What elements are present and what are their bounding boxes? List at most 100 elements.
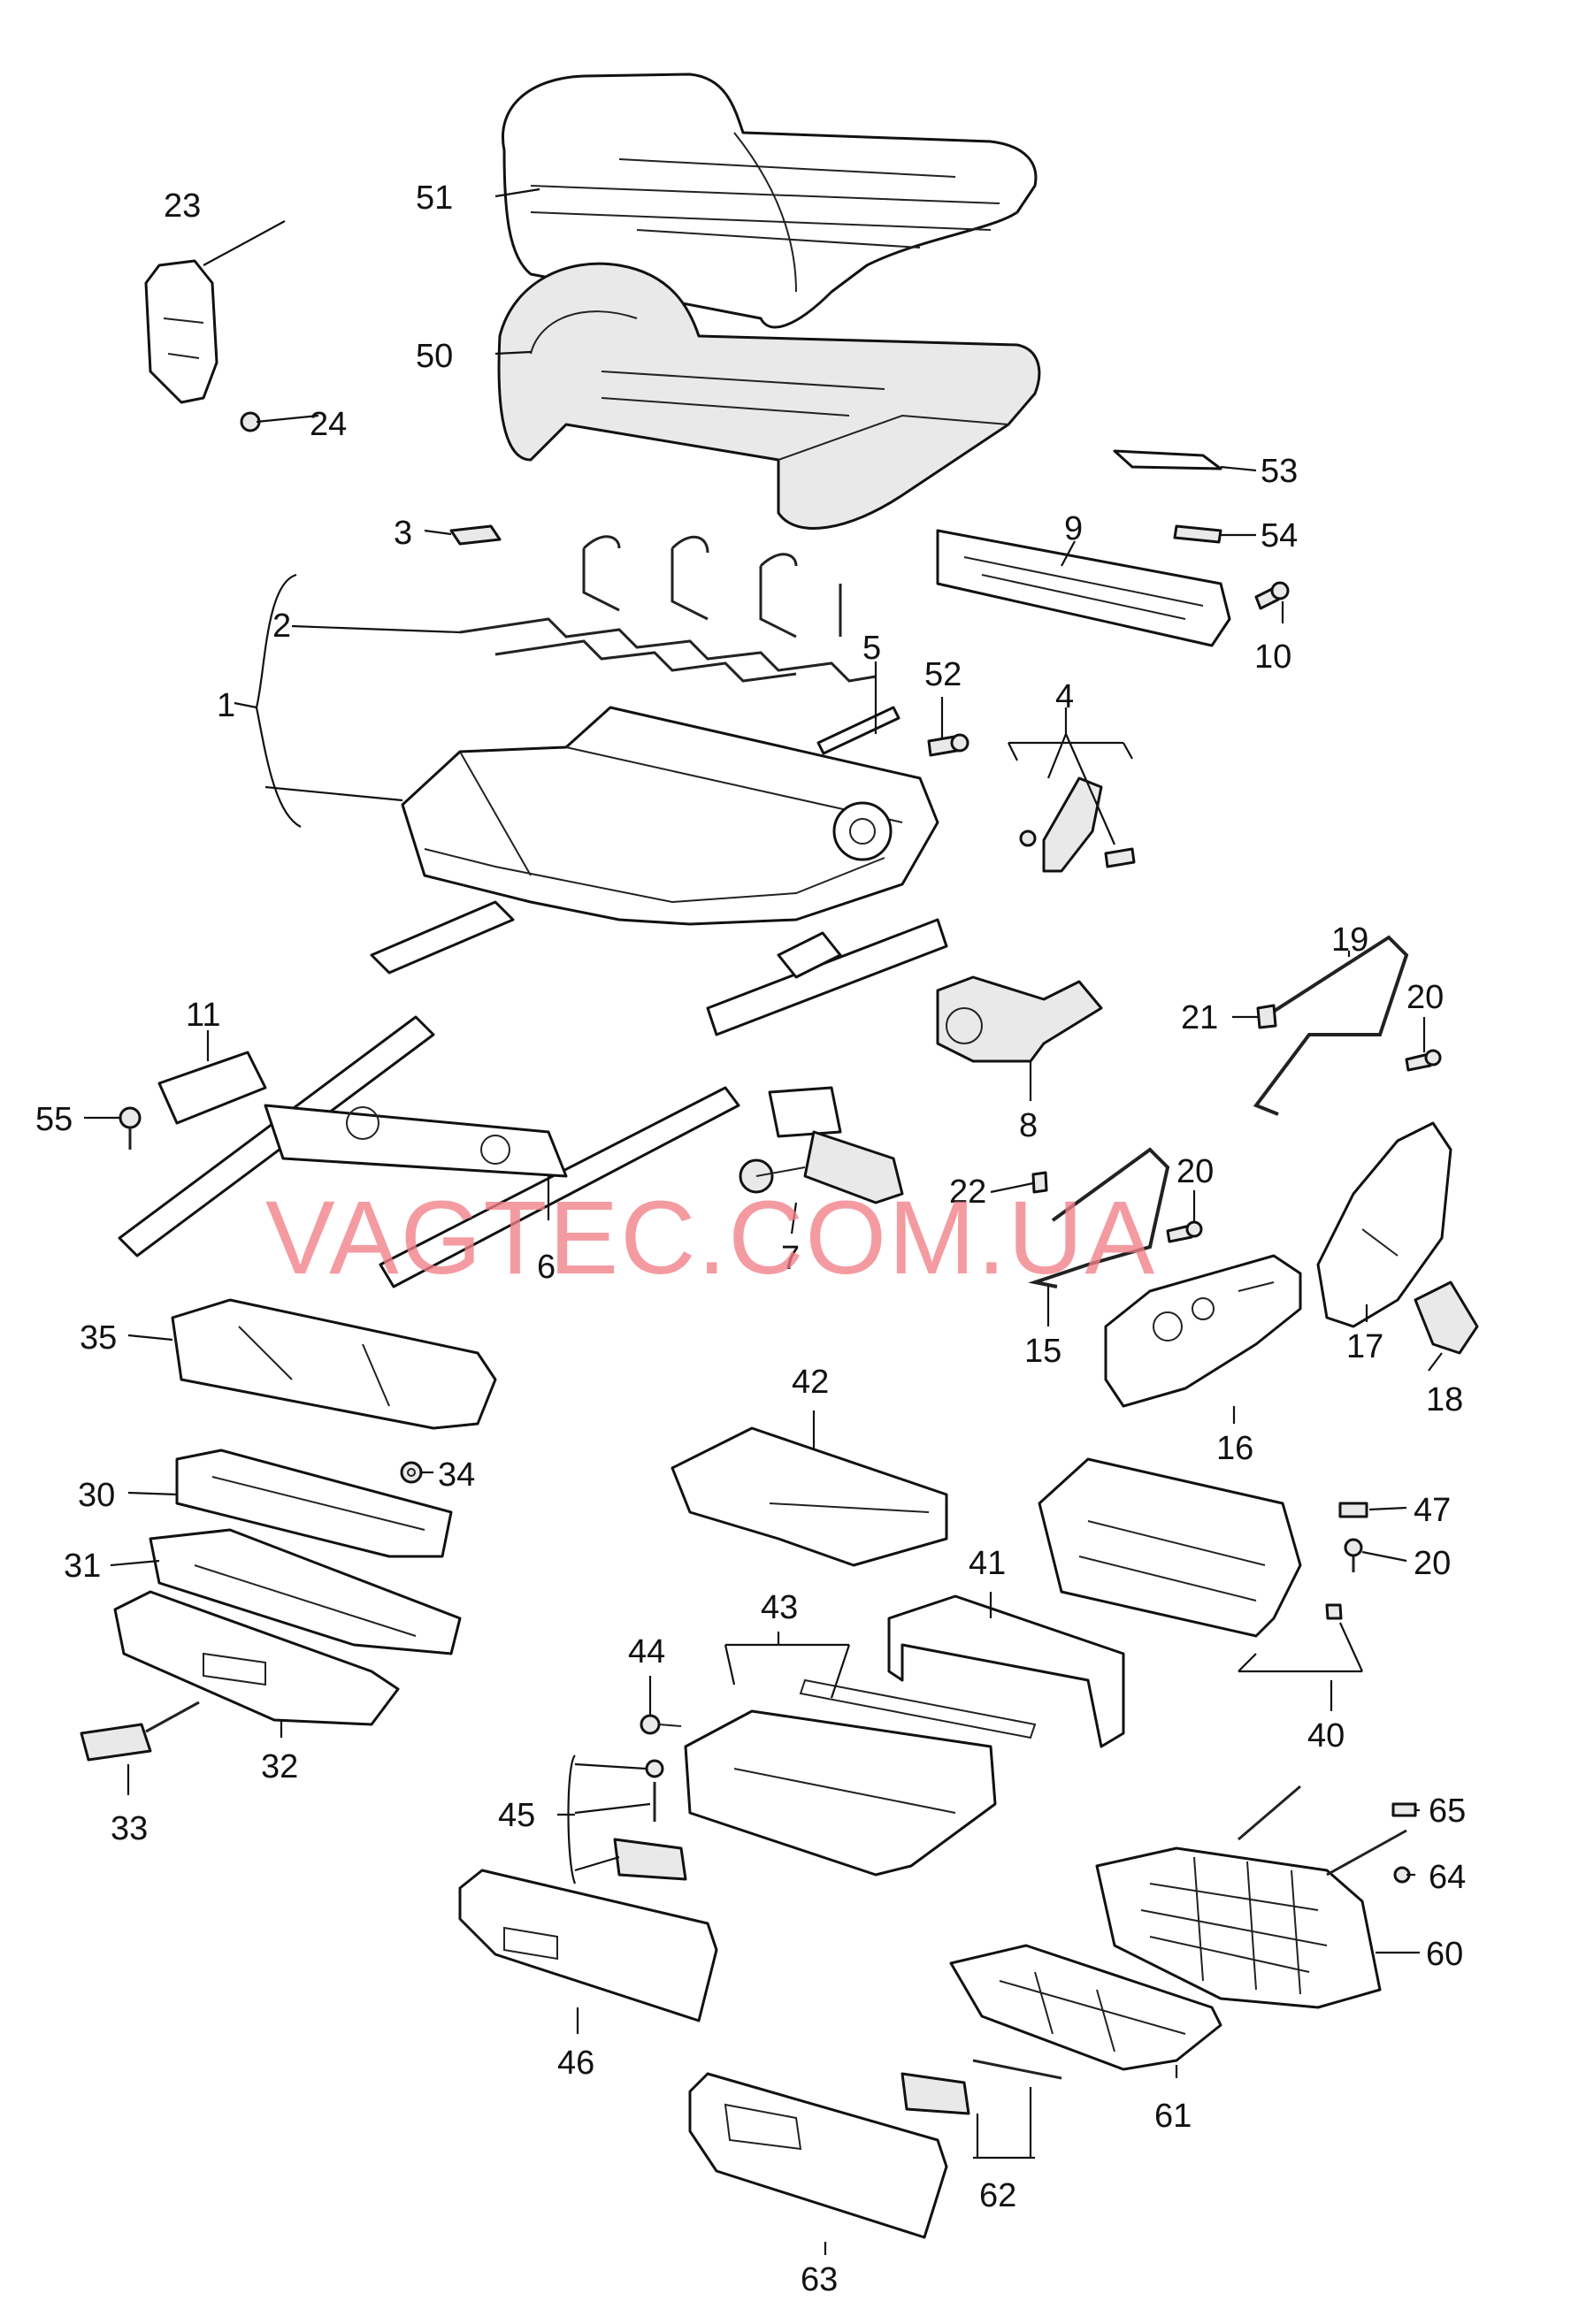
callout-65: 65 [1429, 1793, 1466, 1830]
part-3-clip [449, 524, 502, 546]
part-34-nut [400, 1461, 423, 1484]
part-54-clip [1173, 524, 1222, 544]
part-45-fastener-set [613, 1759, 687, 1881]
callout-2: 2 [272, 608, 291, 645]
callout-62: 62 [979, 2177, 1016, 2214]
callout-63: 63 [801, 2261, 838, 2298]
callout-15: 15 [1024, 1333, 1061, 1370]
callout-10: 10 [1254, 638, 1291, 676]
part-9-panel [936, 529, 1231, 647]
part-32-front-trim [113, 1590, 400, 1726]
part-42-tray [671, 1426, 948, 1567]
part-53-bracket [1113, 449, 1222, 470]
part-11-cover [157, 1051, 267, 1125]
part-31-lower-frame [149, 1528, 462, 1655]
callout-33: 33 [111, 1810, 148, 1847]
callout-11: 11 [186, 997, 220, 1034]
callout-6: 6 [537, 1249, 556, 1286]
callout-30: 30 [78, 1477, 115, 1514]
part-61-grille [949, 1944, 1222, 2071]
callout-53: 53 [1261, 453, 1298, 490]
part-40-bracket-frame [1038, 1457, 1343, 1638]
part-20-screw-b [1166, 1220, 1203, 1243]
part-50-cushion-foam [497, 262, 1041, 530]
part-47-clip [1338, 1502, 1368, 1518]
leader-lines [84, 187, 1443, 2255]
callout-23: 23 [164, 187, 201, 225]
part-60-lower-grille [1095, 1785, 1407, 2009]
part-23-side-trim [144, 259, 218, 404]
part-8-motor [936, 975, 1103, 1063]
callout-20-b: 20 [1176, 1153, 1214, 1190]
part-63-front-panel [688, 2072, 948, 2239]
callout-17: 17 [1346, 1328, 1383, 1365]
part-21-clip [1256, 1004, 1277, 1029]
callout-35: 35 [80, 1319, 117, 1357]
part-51-cushion-cover [502, 73, 1038, 329]
part-18-handle [1414, 1280, 1479, 1355]
callout-16: 16 [1216, 1430, 1253, 1467]
part-52-bolt [927, 733, 969, 757]
part-30-frame [175, 1449, 453, 1558]
callout-47: 47 [1414, 1492, 1451, 1529]
callout-18: 18 [1426, 1381, 1463, 1418]
callout-20-c: 20 [1414, 1545, 1451, 1582]
part-2-spring-mat [459, 535, 877, 683]
callout-52: 52 [924, 656, 962, 693]
callout-46: 46 [557, 2045, 594, 2082]
part-65-clip [1391, 1802, 1417, 1817]
callout-54: 54 [1261, 517, 1298, 554]
part-43-storage-tray [684, 1678, 1037, 1877]
part-44-screw [640, 1714, 682, 1735]
callout-40: 40 [1307, 1717, 1345, 1754]
callout-8: 8 [1019, 1107, 1038, 1144]
callout-31: 31 [64, 1548, 101, 1585]
part-55-screw [119, 1106, 142, 1150]
callout-5: 5 [862, 630, 881, 667]
callout-20-a: 20 [1406, 979, 1444, 1016]
callout-43: 43 [761, 1589, 798, 1626]
part-46-front-panel [458, 1869, 718, 2022]
callout-7: 7 [781, 1240, 800, 1277]
callout-45: 45 [498, 1797, 535, 1834]
callout-32: 32 [261, 1748, 298, 1785]
part-22-clip [1031, 1171, 1048, 1194]
callout-1: 1 [217, 687, 235, 724]
callout-9: 9 [1064, 510, 1083, 547]
watermark-text: VAGTEC.COM.UA [265, 1180, 1156, 1296]
part-20-screw-a [1405, 1049, 1442, 1072]
part-1-seat-frame [370, 706, 948, 1036]
callout-50: 50 [416, 338, 453, 375]
callout-3: 3 [394, 515, 412, 552]
callout-34: 34 [438, 1456, 475, 1494]
callout-22: 22 [949, 1173, 986, 1211]
callout-19: 19 [1331, 921, 1368, 959]
callout-4: 4 [1055, 678, 1074, 715]
part-20-screw-c [1344, 1538, 1363, 1572]
callout-44: 44 [628, 1633, 665, 1670]
part-5-rod [816, 706, 900, 755]
part-33-switch [80, 1701, 200, 1762]
part-62-switch [900, 2059, 1062, 2115]
callout-labels: 51 50 23 24 3 2 1 5 52 4 9 10 53 54 8 7 … [35, 180, 1466, 2298]
part-17-lever-cover [1316, 1121, 1452, 1328]
callout-24: 24 [310, 406, 347, 443]
callout-55: 55 [35, 1101, 73, 1138]
callout-21: 21 [1181, 999, 1218, 1036]
part-19-wire-bracket [1253, 935, 1409, 1116]
part-6-seat-rails [118, 1015, 740, 1288]
part-41-bracket [887, 1594, 1125, 1748]
part-35-cushion [171, 1298, 497, 1430]
callout-42: 42 [792, 1364, 829, 1401]
part-7-adjuster-motor [739, 1086, 904, 1204]
part-15-wire-bracket [1028, 1147, 1170, 1288]
part-16-side-panel [1104, 1254, 1302, 1408]
callout-64: 64 [1429, 1859, 1466, 1896]
callout-61: 61 [1154, 2098, 1192, 2135]
callout-60: 60 [1426, 1936, 1463, 1973]
part-10-screw [1254, 581, 1290, 610]
part-4-bracket-set [1019, 776, 1136, 873]
callout-51: 51 [416, 180, 453, 217]
callout-41: 41 [969, 1545, 1006, 1582]
